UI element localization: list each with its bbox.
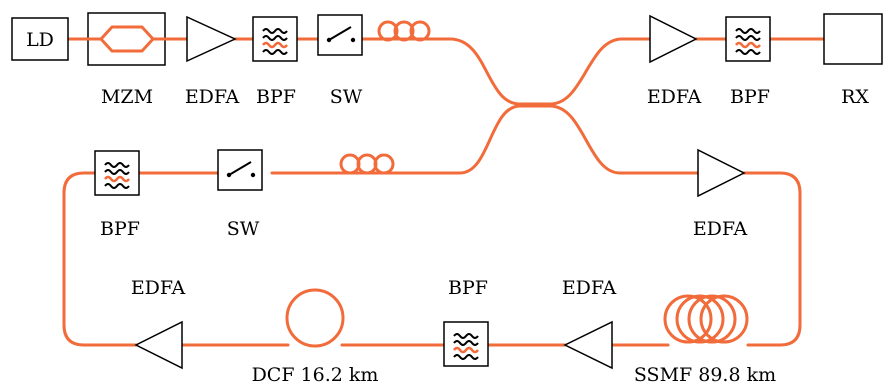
bpf-tx-label: BPF	[256, 86, 296, 108]
receiver	[823, 13, 883, 65]
switch-loop	[217, 149, 263, 191]
edfa-amplifier-tx	[186, 15, 237, 63]
bpf-filter-rx	[724, 15, 772, 63]
mach-zehnder-modulator	[86, 12, 167, 66]
component-labels: MZM EDFA BPF SW EDFA BPF RX BPF SW EDFA …	[100, 86, 869, 386]
bpf-filter-loop-left	[93, 149, 141, 197]
dcf-spool	[285, 288, 345, 348]
bpf-filter-tx	[251, 15, 299, 63]
edfa-amplifier-loop-right	[697, 148, 746, 198]
fiber-loop-outer	[742, 171, 802, 347]
fiber-loop-left	[62, 171, 138, 347]
bpf-loop-left-label: BPF	[100, 218, 140, 240]
edfa-loop-right-label: EDFA	[693, 218, 748, 240]
laser-diode: LD	[11, 17, 69, 61]
mzm-label: MZM	[101, 86, 153, 108]
fiber-coil-top	[377, 20, 431, 42]
bpf-rx-label: BPF	[730, 86, 770, 108]
ssmf-spool	[663, 294, 749, 344]
fiber-paths	[62, 37, 826, 347]
edfa-bottom-left-label: EDFA	[131, 277, 186, 299]
rx-label: RX	[841, 86, 869, 108]
sw-tx-label: SW	[330, 86, 363, 108]
edfa-tx-label: EDFA	[185, 86, 240, 108]
edfa-bottom-right-label: EDFA	[562, 277, 617, 299]
dcf-label: DCF 16.2 km	[252, 364, 379, 386]
fiber-coupler-to-loop	[270, 104, 700, 175]
sw-loop-label: SW	[227, 218, 260, 240]
ld-label: LD	[26, 29, 54, 51]
switch-tx	[317, 14, 363, 56]
fiber-coil-mid	[339, 153, 395, 175]
edfa-amplifier-rx	[649, 14, 698, 64]
ssmf-label: SSMF 89.8 km	[634, 364, 776, 386]
edfa-rx-label: EDFA	[647, 86, 702, 108]
fiber-tx-to-coupler	[360, 37, 652, 106]
edfa-amplifier-loop-bottom-left	[134, 320, 183, 370]
bpf-bottom-label: BPF	[448, 277, 488, 299]
bpf-filter-loop-bottom	[442, 320, 490, 368]
edfa-amplifier-loop-bottom-right	[563, 320, 613, 370]
